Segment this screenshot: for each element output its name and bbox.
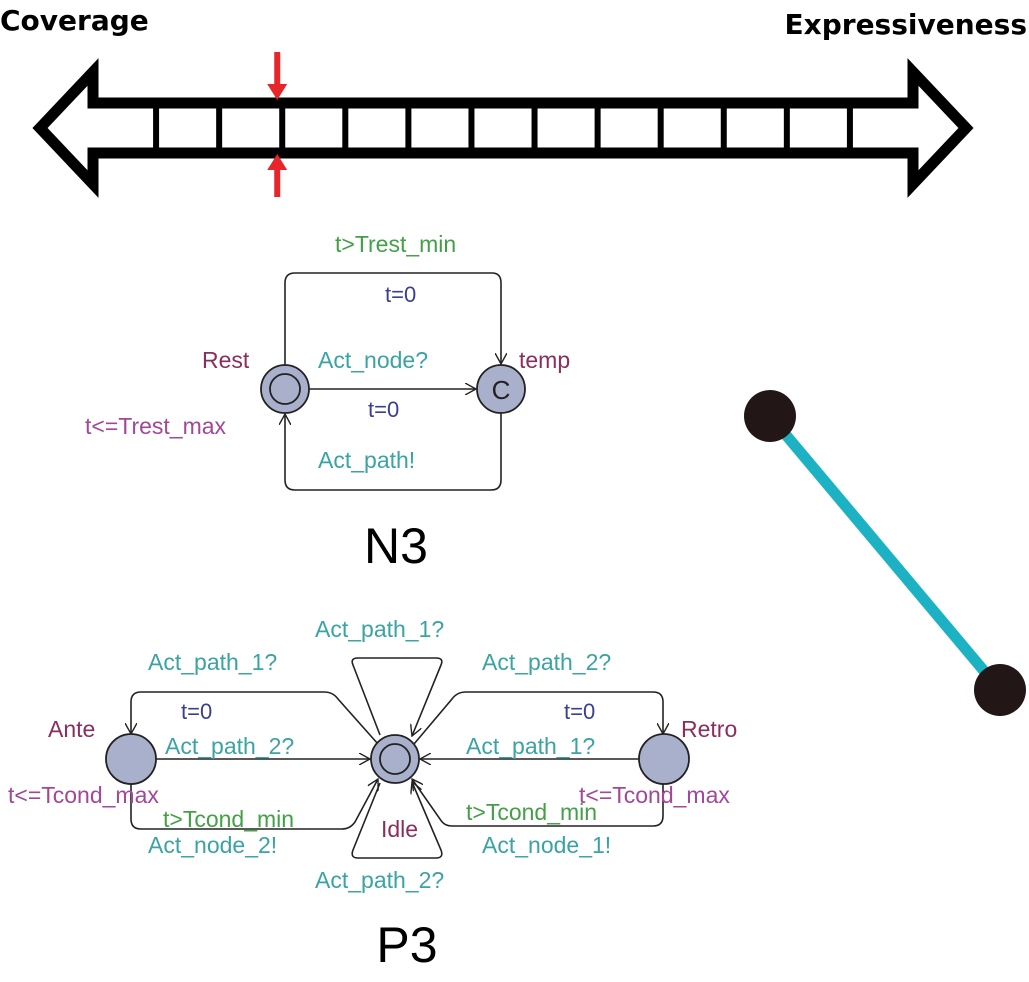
connector-node-bottom [974, 664, 1026, 716]
coverage-label: Coverage [0, 4, 149, 37]
ante-invariant: t<=Tcond_max [8, 782, 159, 808]
n3-guard: t>Trest_min [335, 231, 456, 257]
p3-left-top-sync: Act_path_1? [148, 649, 277, 675]
idle-state [370, 734, 420, 784]
p3-right-mid-sync: Act_path_1? [466, 733, 595, 759]
p3-caption: P3 [376, 917, 437, 973]
p3-right-top-sync: Act_path_2? [482, 649, 611, 675]
idle-label: Idle [381, 816, 418, 842]
idle-initial-ring [379, 743, 411, 775]
p3-left-bottom-sync: Act_node_2! [148, 832, 277, 858]
p3-loop-bottom-sync: Act_path_2? [315, 867, 444, 893]
ante-label: Ante [48, 716, 95, 742]
n3-edge-bottom [285, 413, 502, 491]
retro-label: Retro [681, 716, 737, 742]
temp-label: temp [519, 347, 570, 373]
p3-left-update: t=0 [181, 699, 212, 724]
ante-state [105, 733, 157, 785]
p3-left-mid-sync: Act_path_2? [165, 733, 294, 759]
connector-line [765, 412, 1005, 694]
committed-mark: C [492, 375, 511, 405]
n3-sync-middle: Act_node? [318, 347, 428, 373]
p3-edge-idle-to-ante [131, 691, 379, 745]
temp-state [476, 364, 526, 414]
p3-edge-retro-bottom [412, 779, 664, 827]
n3-sync-bottom: Act_path! [318, 447, 415, 473]
p3-automaton: Act_path_1? Act_path_1? Act_path_2? t=0 … [8, 616, 737, 973]
p3-loop-top-sync: Act_path_1? [315, 616, 444, 642]
p3-edge-idle-to-retro [413, 691, 663, 745]
rest-invariant: t<=Trest_max [85, 413, 227, 439]
retro-invariant: t<=Tcond_max [579, 782, 730, 808]
p3-right-update: t=0 [564, 699, 595, 724]
expressiveness-label: Expressiveness [785, 8, 1027, 41]
connector-node-top [744, 390, 796, 442]
rest-label: Rest [202, 347, 250, 373]
p3-self-loop-top [351, 657, 443, 736]
p3-right-bottom-sync: Act_node_1! [482, 832, 611, 858]
position-marker [267, 52, 288, 197]
n3-edge-top [284, 272, 501, 366]
connector [744, 390, 1026, 716]
retro-state [638, 733, 690, 785]
scale-segment-ticks [153, 103, 853, 153]
p3-edge-ante-bottom [130, 779, 378, 830]
n3-update-top: t=0 [385, 282, 416, 307]
rest-initial-ring [269, 373, 301, 405]
rest-state [260, 364, 310, 414]
p3-left-guard: t>Tcond_min [163, 806, 294, 832]
n3-update-middle: t=0 [368, 397, 399, 422]
p3-right-guard: t>Tcond_min [466, 799, 597, 825]
n3-automaton: C t>Trest_min t=0 Rest temp Act_node? t=… [85, 231, 570, 574]
double-arrow-outline [32, 58, 974, 198]
p3-self-loop-bottom [351, 782, 443, 859]
n3-caption: N3 [364, 518, 428, 574]
